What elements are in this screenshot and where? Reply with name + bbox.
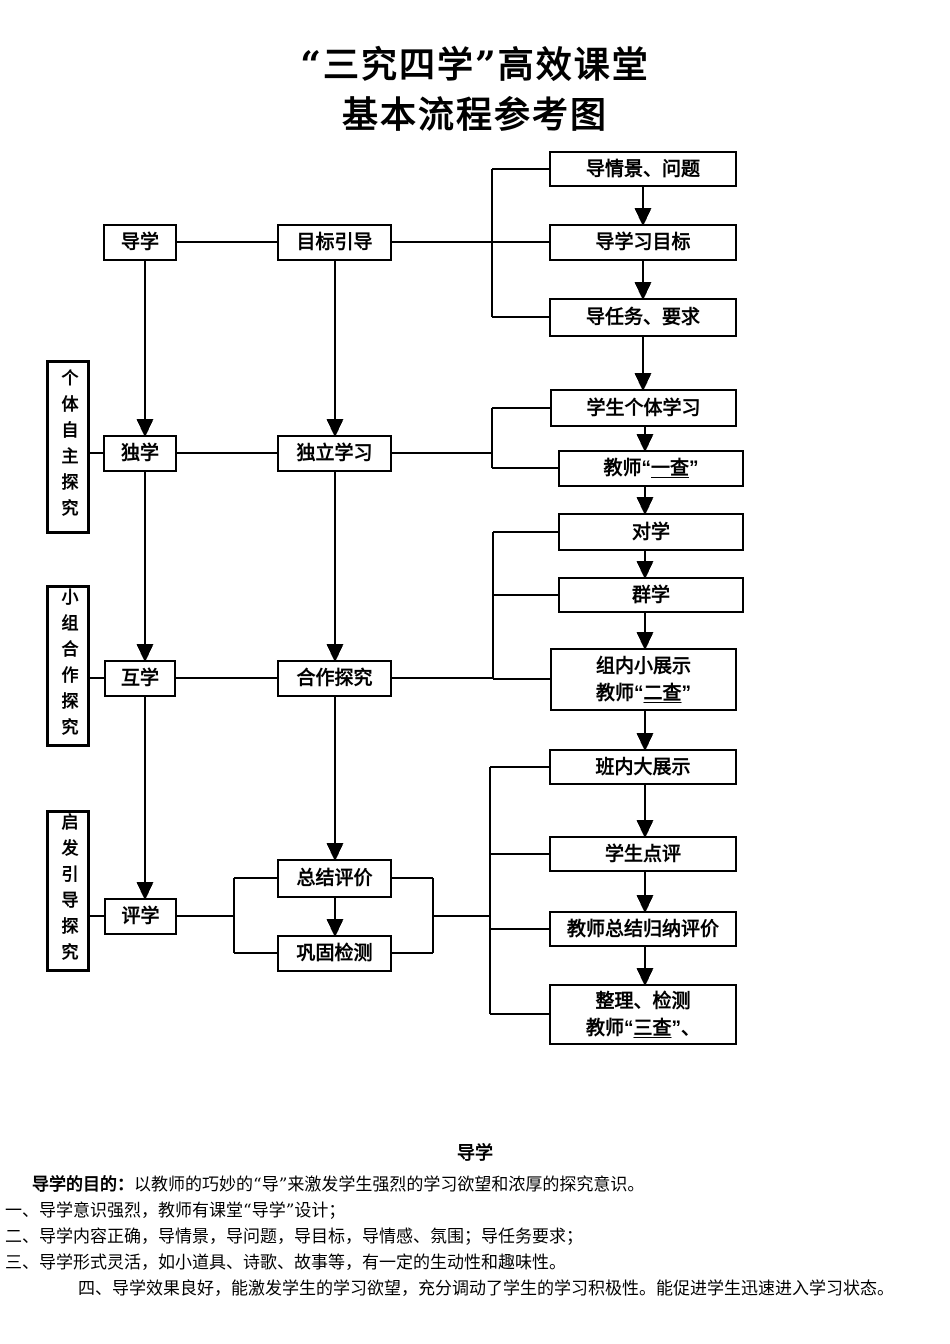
notes-purpose-label: 导学的目的： — [32, 1175, 134, 1195]
node-bannei-dazhanshi: 班内大展示 — [549, 749, 737, 785]
node-mubiao-yindao: 目标引导 — [277, 224, 392, 261]
node-hezuo-tanjiu: 合作探究 — [277, 660, 392, 697]
node-duxue: 独学 — [103, 435, 177, 472]
page-title: “三究四学”高效课堂 基本流程参考图 — [0, 40, 950, 140]
side-label-xiaozu-hezuo-tanjiu: 小组合作探究 — [46, 585, 90, 747]
node-zunei-xiaozhanshi: 组内小展示 教师“二查” — [550, 648, 737, 711]
notes-section: 导学 导学的目的：以教师的巧妙的“导”来激发学生强烈的学习欲望和浓厚的探究意识。… — [0, 1142, 950, 1302]
node-zongjie-pingjia: 总结评价 — [277, 859, 392, 898]
node-qunxue: 群学 — [558, 577, 744, 613]
side-label-qifa-yindao-tanjiu: 启发引导探究 — [46, 810, 90, 972]
notes-item-4: 四、导学效果良好，能激发学生的学习欲望，充分调动了学生的学习积极性。能促进学生迅… — [78, 1279, 894, 1299]
node-pingxue: 评学 — [104, 898, 177, 935]
notes-item-1: 一、导学意识强烈，教师有课堂“导学”设计； — [5, 1201, 346, 1221]
node-dao-renwu: 导任务、要求 — [549, 298, 737, 337]
node-daoxue: 导学 — [103, 224, 177, 261]
title-line2: 基本流程参考图 — [341, 94, 608, 136]
node-jiaoshi-yicha: 教师“一查” — [558, 450, 744, 487]
node-dao-qingjing: 导情景、问题 — [549, 151, 737, 187]
side-label-geti-zizhu-tanjiu: 个体自主探究 — [46, 360, 90, 534]
notes-item-2: 二、导学内容正确，导情景，导问题，导目标，导情感、氛围；导任务要求； — [5, 1227, 583, 1247]
node-duixue: 对学 — [558, 513, 744, 551]
node-xuesheng-dianping: 学生点评 — [549, 836, 737, 872]
notes-purpose-text: 以教师的巧妙的“导”来激发学生强烈的学习欲望和浓厚的探究意识。 — [134, 1175, 645, 1195]
notes-heading: 导学 — [457, 1143, 493, 1164]
node-huxue: 互学 — [104, 660, 176, 697]
title-line1: “三究四学”高效课堂 — [300, 44, 650, 86]
node-jiaoshi-zongjie-guina-pingjia: 教师总结归纳评价 — [549, 911, 737, 947]
notes-item-3: 三、导学形式灵活，如小道具、诗歌、故事等，有一定的生动性和趣味性。 — [5, 1253, 566, 1273]
node-dao-mubiao: 导学习目标 — [549, 224, 737, 261]
node-gonggu-jiance: 巩固检测 — [277, 935, 392, 972]
node-duli-xuexi: 独立学习 — [277, 435, 392, 472]
notes-purpose: 导学的目的：以教师的巧妙的“导”来激发学生强烈的学习欲望和浓厚的探究意识。 — [0, 1172, 950, 1198]
node-zhengli-jiance: 整理、检测 教师“三查”、 — [549, 984, 737, 1045]
node-xuesheng-geti-xuexi: 学生个体学习 — [550, 389, 737, 427]
